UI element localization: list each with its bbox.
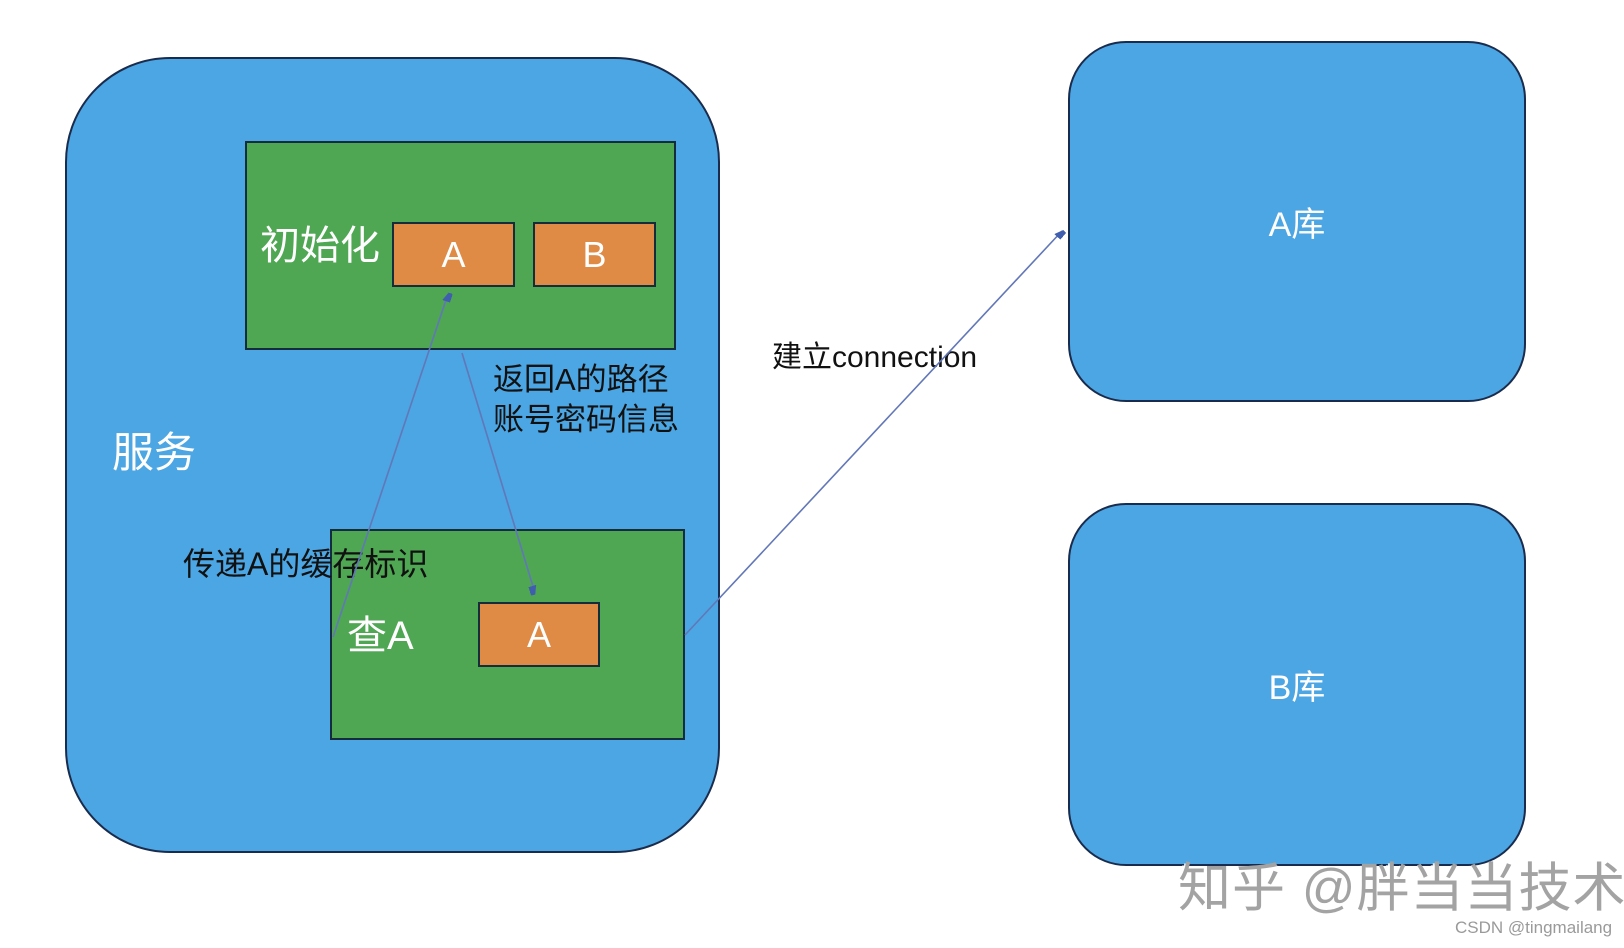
init-item-a-label: A [441, 233, 466, 275]
init-item-a: A [392, 222, 515, 287]
query-group-label: 查A [347, 614, 414, 658]
db-a-box: A库 [1068, 41, 1526, 402]
annotation-return-info-line2: 账号密码信息 [493, 402, 679, 437]
query-item-a: A [478, 602, 600, 667]
db-b-label: B库 [1268, 669, 1326, 707]
watermark-zhihu: 知乎 @胖当当技术 [1178, 859, 1624, 918]
db-b-box: B库 [1068, 503, 1526, 866]
db-a-label: A库 [1268, 206, 1326, 244]
service-label: 服务 [112, 429, 197, 476]
init-group-label: 初始化 [260, 224, 380, 268]
init-item-b: B [533, 222, 656, 287]
query-item-a-label: A [526, 613, 551, 655]
annotation-pass-cache: 传递A的缓存标识 [183, 546, 429, 582]
annotation-return-info-line1: 返回A的路径 [493, 362, 669, 397]
annotation-establish-connection: 建立connection [772, 341, 978, 374]
watermark-csdn: CSDN @tingmailang [1455, 918, 1613, 937]
init-item-b-label: B [582, 233, 607, 275]
arrow-establish-connection [684, 231, 1062, 636]
annotation-return-info: 返回A的路径 账号密码信息 [493, 360, 679, 440]
